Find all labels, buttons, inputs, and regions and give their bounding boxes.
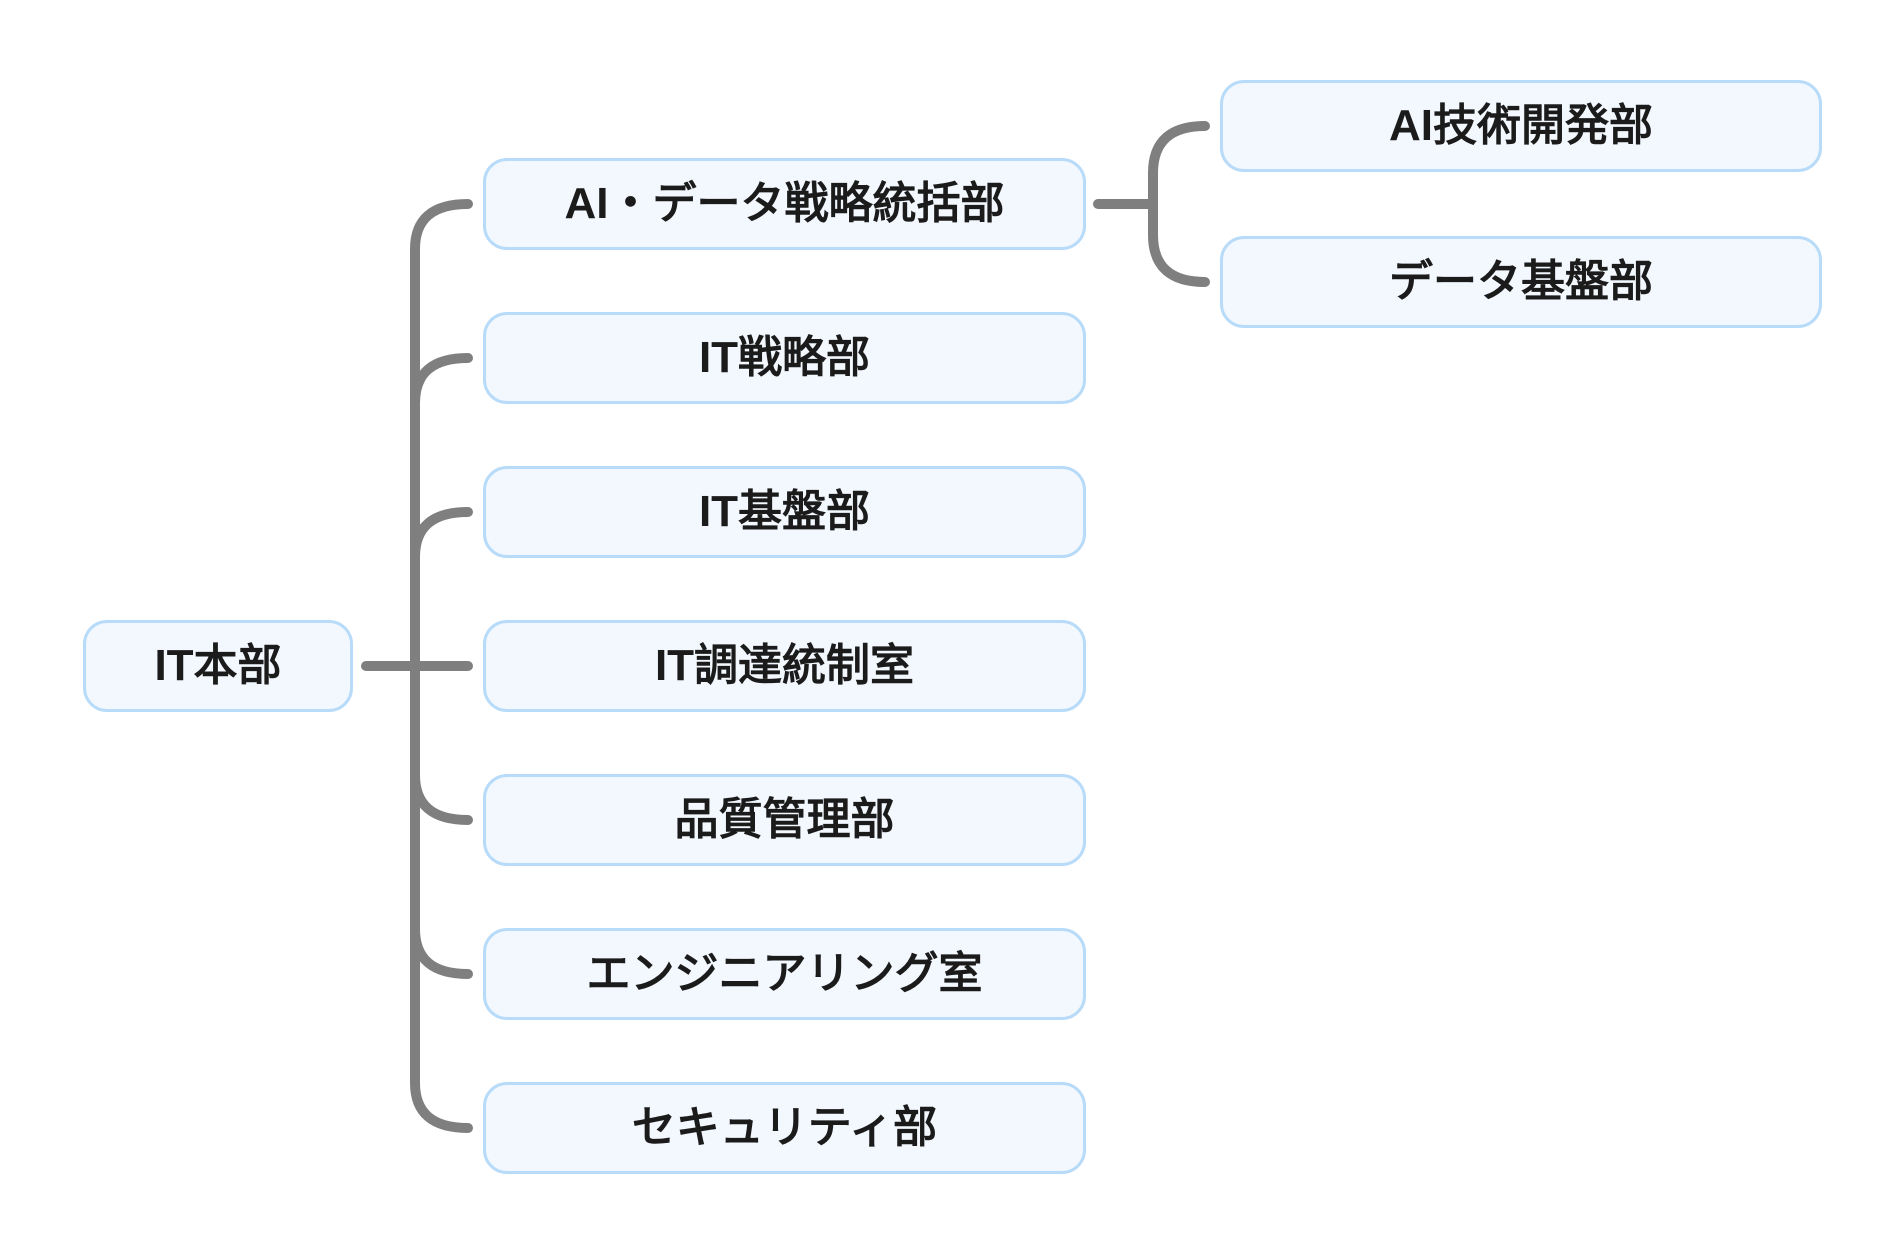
dept-node-it-strategy: IT戦略部 — [483, 312, 1086, 404]
dept-label: IT基盤部 — [698, 487, 871, 536]
org-root-node: IT本部 — [83, 620, 353, 712]
connector-branch-subdept-0 — [1148, 121, 1210, 178]
connector-branch-subdept-1 — [1148, 230, 1210, 287]
subdept-node-data-platform: データ基盤部 — [1220, 236, 1822, 328]
subdept-label: AI技術開発部 — [1389, 101, 1653, 150]
dept-node-ai-data-strategy: AI・データ戦略統括部 — [483, 158, 1086, 250]
subdept-label: データ基盤部 — [1389, 257, 1653, 306]
dept-label: セキュリティ部 — [631, 1103, 938, 1152]
connector-branch-dept-6 — [410, 1078, 473, 1133]
dept-node-quality-management: 品質管理部 — [483, 774, 1086, 866]
dept-label: エンジニアリング室 — [586, 949, 983, 998]
subdept-node-ai-tech-development: AI技術開発部 — [1220, 80, 1822, 172]
connector-branch-dept-2 — [410, 507, 473, 562]
dept-node-security: セキュリティ部 — [483, 1082, 1086, 1174]
connector-branch-dept-0 — [410, 199, 473, 254]
dept-node-it-infrastructure: IT基盤部 — [483, 466, 1086, 558]
dept-label: IT戦略部 — [698, 333, 871, 382]
connector-branch-dept-1 — [410, 353, 473, 408]
dept-label: IT調達統制室 — [654, 641, 915, 690]
connector-branch-dept-5 — [410, 924, 473, 979]
dept-node-it-procurement-control: IT調達統制室 — [483, 620, 1086, 712]
dept-node-engineering-office: エンジニアリング室 — [483, 928, 1086, 1020]
dept-label: 品質管理部 — [674, 795, 895, 844]
org-root-label: IT本部 — [154, 641, 282, 690]
connector-branch-dept-4 — [410, 770, 473, 825]
dept-label: AI・データ戦略統括部 — [564, 179, 1005, 228]
